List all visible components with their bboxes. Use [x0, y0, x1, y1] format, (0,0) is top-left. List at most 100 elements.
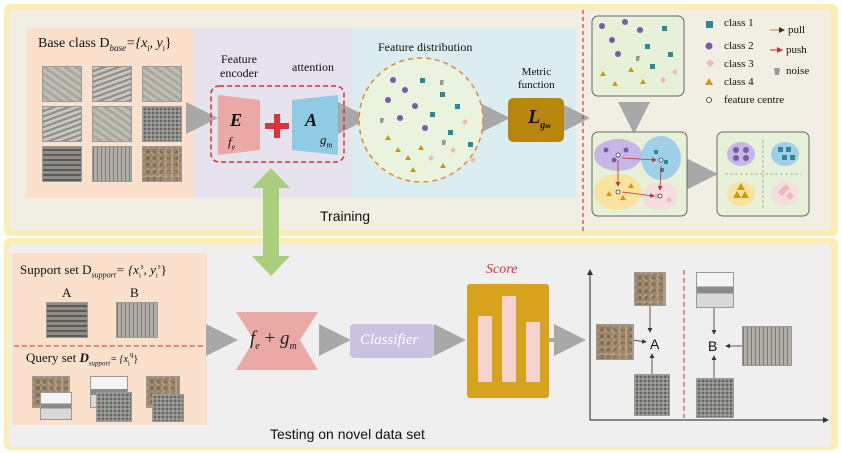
- score-bar-2: [502, 296, 516, 382]
- metric-line1: Metric: [521, 66, 551, 78]
- classifier-box: [350, 324, 434, 358]
- training-label: Training: [320, 208, 371, 224]
- formula-e: e: [255, 340, 260, 352]
- encoder-fe-label: fe: [228, 134, 235, 152]
- query-label: Query set: [26, 350, 77, 365]
- testing-label: Testing on novel data set: [270, 426, 425, 442]
- class4-icon: [705, 78, 713, 85]
- formula-plus: +: [264, 328, 276, 349]
- support-set-sub2: i: [155, 271, 158, 280]
- base-image: [92, 106, 132, 142]
- plus-v: [274, 114, 280, 138]
- feature-encoder-line1: Feature: [221, 52, 257, 66]
- encoder-dashed-box: [210, 85, 345, 163]
- support-set-sup2: s: [157, 262, 161, 271]
- formula-f: f: [250, 328, 256, 349]
- base-class-title: Base class Dbase={xi, yi}: [38, 36, 172, 53]
- query-image: [96, 392, 132, 422]
- base-class-subscript: base: [109, 42, 127, 53]
- encoder-fe-f: f: [228, 134, 232, 149]
- result-support-image-b: [696, 272, 734, 308]
- attention-a-letter: A: [305, 110, 318, 130]
- score-bar-1: [478, 316, 492, 382]
- flow-arrows-top: [186, 102, 718, 190]
- feature-encoder-line2: encoder: [220, 66, 258, 80]
- encoder-e-letter: E: [230, 110, 243, 130]
- formula-m: m: [289, 340, 297, 352]
- query-subscript: support: [88, 359, 111, 368]
- base-image: [142, 146, 182, 182]
- query-set-end: }: [133, 354, 139, 365]
- support-image-a: [46, 302, 88, 338]
- base-class-label: Base class D: [38, 36, 110, 51]
- base-class-set-i2: i: [162, 43, 165, 53]
- base-image: [42, 66, 82, 102]
- query-set: = {x: [110, 354, 128, 365]
- base-class-set-i: i: [147, 43, 150, 53]
- support-label: Support set D: [20, 262, 92, 277]
- final-cluster-points: [733, 147, 795, 200]
- legend-class3: class 3: [724, 58, 754, 70]
- feature-encoder-label: Feature encoder: [220, 52, 258, 80]
- base-class-set-mid: , y: [149, 36, 163, 51]
- attention-a-shape: [292, 95, 338, 155]
- score-label: Score: [486, 262, 518, 277]
- formula-g: g: [279, 328, 290, 349]
- result-query-image: [742, 326, 792, 366]
- metric-function-box: [508, 98, 564, 142]
- query-image: [40, 392, 72, 420]
- metric-g: g: [540, 120, 546, 131]
- feature-distribution-title: Feature distribution: [378, 40, 473, 54]
- feature-centre-icon: [706, 97, 712, 103]
- legend-noise: noise: [786, 65, 810, 77]
- score-bar-3: [526, 322, 540, 382]
- base-image: [92, 146, 132, 182]
- attention-gm-g: g: [320, 132, 327, 147]
- query-image: [152, 394, 184, 422]
- support-label-b: B: [130, 285, 139, 300]
- class2-icon: [705, 42, 713, 50]
- support-label-a: A: [62, 285, 72, 300]
- base-class-set: ={x: [126, 36, 148, 51]
- noise-icon: [774, 68, 780, 75]
- legend-pull: pull: [788, 24, 806, 36]
- attention-gm-m: m: [326, 140, 333, 150]
- query-set-sup: q: [129, 350, 134, 359]
- metric-l: L: [528, 106, 541, 128]
- result-query-image: [634, 374, 670, 416]
- scatter-box-points: [599, 19, 678, 86]
- legend-icons: [705, 21, 785, 103]
- support-set-mid: , y: [143, 262, 156, 277]
- metric-function-label: Metric function: [518, 66, 555, 92]
- attention-label: attention: [292, 60, 334, 74]
- shared-weights-arrow: [252, 168, 290, 276]
- metric-m: m: [545, 122, 551, 130]
- cluster-points: [603, 147, 672, 203]
- support-subscript: support: [91, 270, 116, 280]
- result-query-image: [596, 324, 634, 360]
- support-set-sup: s: [140, 262, 144, 271]
- class3-icon: [706, 59, 714, 67]
- base-image: [142, 66, 182, 102]
- base-image: [42, 106, 82, 142]
- encoder-e-shape: [218, 95, 260, 155]
- encoder-hourglass: [236, 312, 318, 370]
- classifier-label: Classifier: [360, 332, 419, 348]
- result-query-image: [696, 378, 734, 418]
- push-arrows: [615, 157, 663, 198]
- support-set: = {x: [115, 262, 139, 277]
- support-image-b: [116, 302, 158, 338]
- legend-class1: class 1: [724, 17, 754, 29]
- result-label-b: B: [708, 338, 718, 354]
- feature-points: [380, 77, 476, 172]
- legend-class4: class 4: [724, 76, 754, 88]
- metric-letter: Lgm: [528, 106, 551, 131]
- base-class-set-end: }: [165, 36, 172, 51]
- query-d: D: [79, 350, 89, 365]
- metric-line2: function: [518, 79, 555, 91]
- encoder-formula: fe + gm: [250, 328, 297, 352]
- query-set-sub: i: [127, 359, 130, 368]
- encoder-fe-e: e: [231, 142, 236, 152]
- result-support-image-a: [634, 272, 666, 306]
